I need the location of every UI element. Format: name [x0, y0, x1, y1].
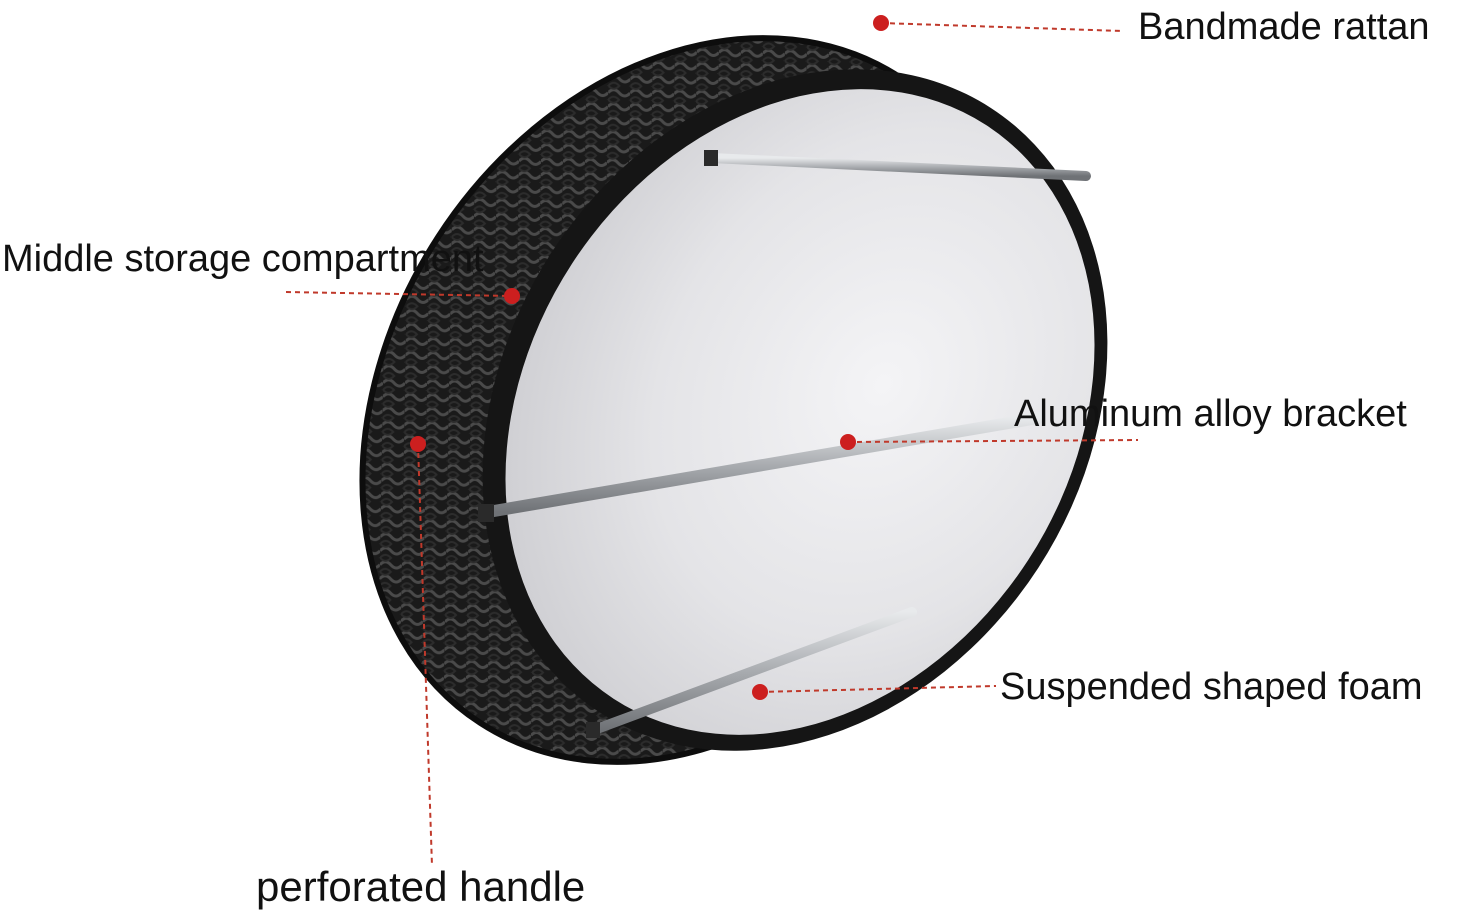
- aluminum-brackets: [478, 150, 1091, 738]
- leader-lines: [285, 22, 1139, 867]
- marker-foam: [752, 684, 768, 700]
- leader-handle: [417, 443, 433, 867]
- bracket-rod-bottom: [589, 607, 917, 735]
- bracket-rod-top: [707, 153, 1091, 181]
- label-aluminum-alloy-bracket: Aluminum alloy bracket: [1014, 393, 1407, 435]
- foam-cushion: [505, 89, 1095, 735]
- bracket-rod-middle: [482, 412, 1044, 518]
- leader-foam: [759, 685, 997, 693]
- marker-storage: [504, 288, 520, 304]
- label-bandmade-rattan: Bandmade rattan: [1138, 6, 1430, 48]
- marker-rattan: [873, 15, 889, 31]
- callout-markers: [410, 15, 889, 700]
- leader-bracket: [847, 439, 1139, 443]
- label-middle-storage-compartment: Middle storage compartment: [2, 238, 484, 280]
- label-perforated-handle: perforated handle: [256, 863, 586, 910]
- marker-handle: [410, 436, 426, 452]
- leader-rattan: [880, 22, 1123, 32]
- label-suspended-shaped-foam: Suspended shaped foam: [1000, 666, 1423, 708]
- leader-storage: [285, 291, 513, 297]
- marker-bracket: [840, 434, 856, 450]
